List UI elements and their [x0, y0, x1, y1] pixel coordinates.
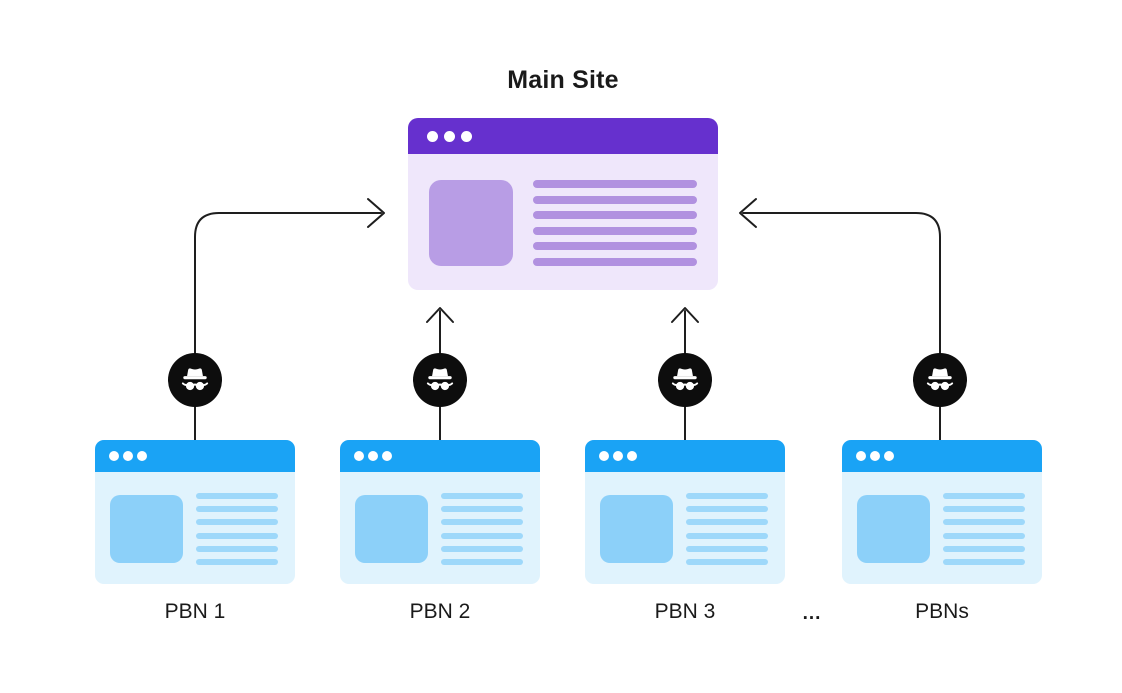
text-line [686, 558, 768, 565]
pbn-window-header [585, 440, 785, 472]
text-line [943, 532, 1025, 539]
image-placeholder [110, 495, 183, 563]
text-line [943, 558, 1025, 565]
pbn-window-body [340, 472, 540, 565]
window-control-dot-icon [884, 451, 894, 461]
image-placeholder [600, 495, 673, 563]
main-site-window [408, 118, 718, 290]
more-pbns-ellipsis: ... [802, 603, 822, 624]
pbn-window-body [585, 472, 785, 565]
text-line [196, 532, 278, 539]
text-line [533, 195, 697, 204]
pbn1-window [95, 440, 295, 584]
window-control-dot-icon [613, 451, 623, 461]
pbn-window-body [95, 472, 295, 565]
text-line [441, 493, 523, 499]
text-line [943, 519, 1025, 526]
pbn-window-header [842, 440, 1042, 472]
pbns-window [842, 440, 1042, 584]
text-lines-placeholder [441, 493, 523, 565]
incognito-icon [658, 353, 712, 407]
pbn-window-header [95, 440, 295, 472]
text-lines-placeholder [196, 493, 278, 565]
pbn-window-header [340, 440, 540, 472]
window-control-dot-icon [109, 451, 119, 461]
text-line [533, 242, 697, 251]
text-line [441, 506, 523, 513]
arrow-pbns-to-main [739, 198, 941, 442]
text-lines-placeholder [943, 493, 1025, 565]
window-control-dot-icon [368, 451, 378, 461]
text-line [943, 506, 1025, 513]
text-line [196, 519, 278, 526]
window-control-dot-icon [382, 451, 392, 461]
window-control-dot-icon [599, 451, 609, 461]
text-line [533, 257, 697, 266]
text-line [943, 493, 1025, 499]
incognito-icon [913, 353, 967, 407]
main-site-window-body [408, 154, 718, 266]
pbn1-label: PBN 1 [164, 600, 226, 623]
image-placeholder [857, 495, 930, 563]
text-line [196, 506, 278, 513]
image-placeholder [429, 180, 513, 266]
window-control-dot-icon [856, 451, 866, 461]
text-lines-placeholder [533, 180, 697, 266]
text-line [441, 558, 523, 565]
text-line [686, 506, 768, 513]
main-site-window-header [408, 118, 718, 154]
text-line [533, 180, 697, 188]
pbn2-window [340, 440, 540, 584]
text-line [196, 493, 278, 499]
text-lines-placeholder [686, 493, 768, 565]
window-control-dot-icon [354, 451, 364, 461]
image-placeholder [355, 495, 428, 563]
arrow-pbn1-to-main [194, 198, 385, 442]
window-control-dot-icon [137, 451, 147, 461]
window-control-dot-icon [444, 130, 455, 142]
pbn3-label: PBN 3 [654, 600, 716, 623]
pbn-window-body [842, 472, 1042, 565]
window-control-dot-icon [461, 130, 472, 142]
main-site-title: Main Site [507, 66, 619, 94]
window-control-dot-icon [123, 451, 133, 461]
text-line [533, 211, 697, 220]
text-line [686, 493, 768, 499]
text-line [686, 532, 768, 539]
text-line [441, 545, 523, 552]
window-control-dot-icon [627, 451, 637, 461]
text-line [533, 226, 697, 235]
text-line [686, 545, 768, 552]
text-line [441, 532, 523, 539]
pbns-label: PBNs [915, 600, 969, 623]
text-line [196, 545, 278, 552]
text-line [196, 558, 278, 565]
text-line [943, 545, 1025, 552]
text-line [686, 519, 768, 526]
window-control-dot-icon [427, 130, 438, 142]
window-control-dot-icon [870, 451, 880, 461]
pbn2-label: PBN 2 [409, 600, 471, 623]
incognito-icon [413, 353, 467, 407]
pbn3-window [585, 440, 785, 584]
incognito-icon [168, 353, 222, 407]
text-line [441, 519, 523, 526]
